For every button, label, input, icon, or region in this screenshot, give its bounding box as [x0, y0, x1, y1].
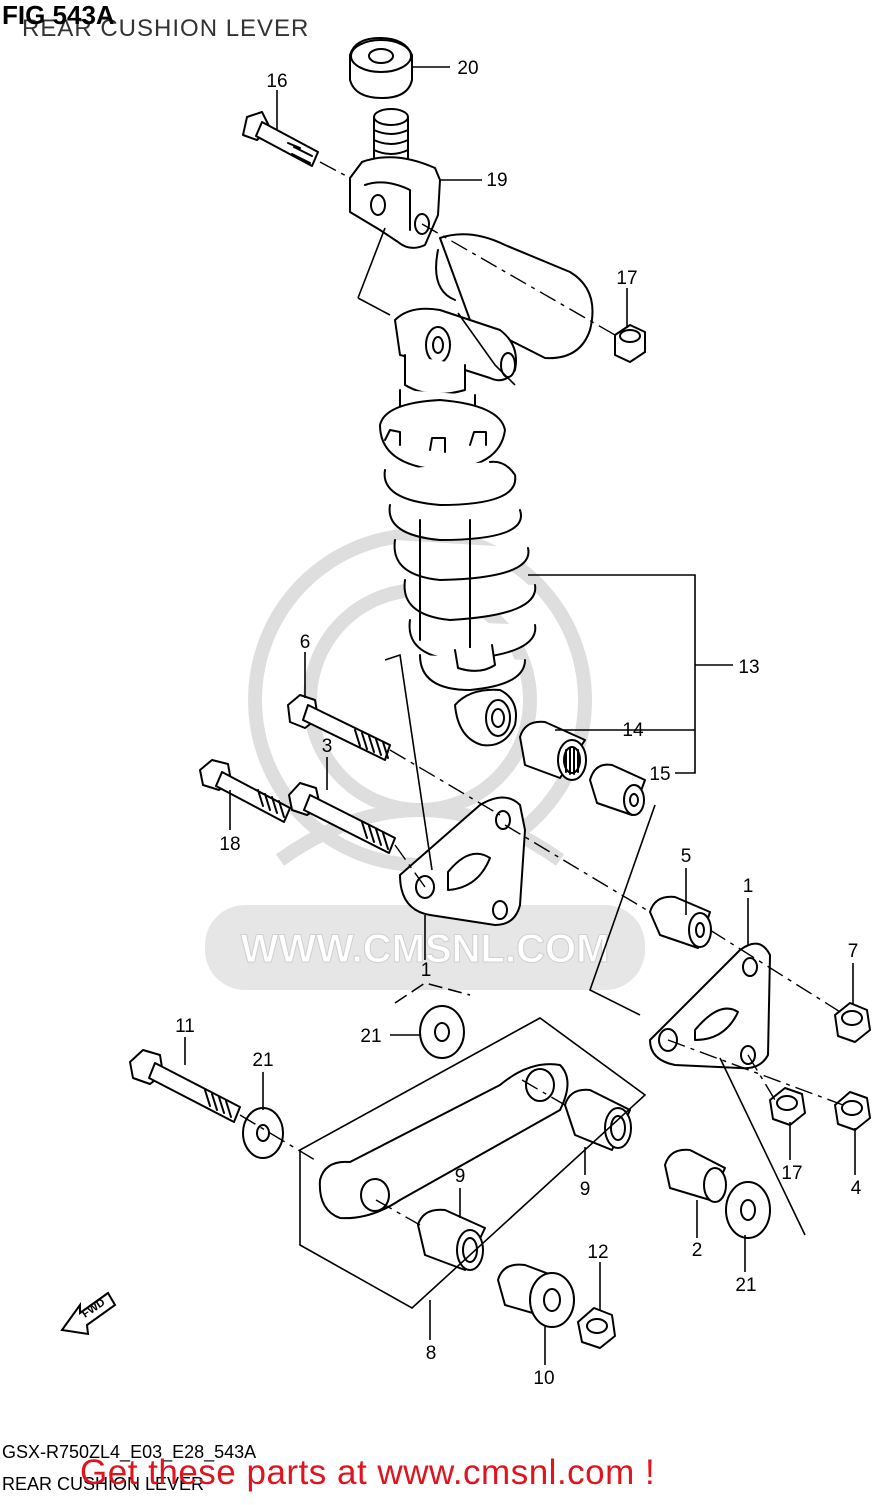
part-2-collar — [664, 1148, 727, 1203]
part-6-bolt — [287, 694, 391, 761]
footer-model-code: GSX-R750ZL4_E03_E28_543A — [2, 1442, 257, 1462]
footer-diagram-name: REAR CUSHION LEVER — [2, 1474, 205, 1494]
part-12-nut — [577, 1307, 616, 1349]
callout-17: 17 — [781, 1163, 802, 1184]
part-4-nut — [834, 1091, 871, 1131]
part-11-bolt — [129, 1049, 241, 1123]
part-16-bolt — [242, 111, 319, 167]
callout-20: 20 — [457, 58, 478, 79]
part-19-clevis — [349, 108, 441, 249]
part-1-plate-right — [649, 942, 771, 1070]
callout-16: 16 — [266, 71, 287, 92]
callout-1: 1 — [421, 960, 432, 981]
callout-4: 4 — [851, 1178, 862, 1199]
figure-title: FIG 543A — [2, 0, 115, 30]
fwd-arrow: FWD — [60, 1291, 117, 1336]
callout-21: 21 — [360, 1026, 381, 1047]
part-18-bolt — [199, 759, 291, 823]
callout-13: 13 — [738, 657, 759, 678]
callout-3: 3 — [322, 736, 333, 757]
callout-19: 19 — [486, 170, 507, 191]
part-21-washer-b — [242, 1107, 284, 1159]
callout-18: 18 — [219, 834, 240, 855]
callout-12: 12 — [587, 1242, 608, 1263]
part-9-bearing-b — [417, 1208, 486, 1271]
part-1-plate-left — [399, 796, 526, 926]
callout-7: 7 — [848, 941, 859, 962]
callout-9: 9 — [455, 1166, 466, 1187]
callout-15: 15 — [649, 764, 670, 785]
part-3-bolt — [288, 782, 396, 854]
promo-link[interactable]: Get these parts at www.cmsnl.com ! — [80, 1453, 656, 1492]
diagram-subtitle: REAR CUSHION LEVER — [22, 15, 310, 42]
callout-10: 10 — [533, 1368, 554, 1389]
callout-17: 17 — [616, 268, 637, 289]
part-14-bearing — [519, 720, 587, 781]
part-17-nut-bottom — [769, 1087, 806, 1126]
part-17-nut-top — [614, 324, 646, 363]
leader-lines — [184, 66, 856, 1365]
callout-2: 2 — [692, 1240, 703, 1261]
callout-1: 1 — [743, 876, 754, 897]
callout-9: 9 — [580, 1179, 591, 1200]
part-8-rod — [318, 1063, 569, 1220]
callout-6: 6 — [300, 632, 311, 653]
part-5-collar — [649, 895, 712, 949]
part-20-nut — [349, 37, 413, 99]
part-10-collar — [497, 1263, 575, 1328]
part-7-nut — [834, 1002, 871, 1043]
callout-21: 21 — [735, 1275, 756, 1296]
part-9-bearing-a — [564, 1088, 632, 1151]
callout-8: 8 — [426, 1343, 437, 1364]
callout-labels: 20 16 19 17 13 6 14 3 15 18 5 1 1 7 11 2… — [175, 58, 862, 1389]
shock-reservoir — [435, 233, 594, 360]
part-15-collar — [589, 763, 646, 816]
part-13-shock-absorber — [379, 307, 537, 747]
callout-5: 5 — [681, 846, 692, 867]
callout-21: 21 — [252, 1050, 273, 1071]
part-21-washer-c — [725, 1181, 771, 1239]
callout-11: 11 — [175, 1016, 195, 1037]
centerlines — [239, 161, 846, 1226]
part-21-washer-a — [419, 1005, 465, 1059]
callout-14: 14 — [622, 720, 644, 741]
